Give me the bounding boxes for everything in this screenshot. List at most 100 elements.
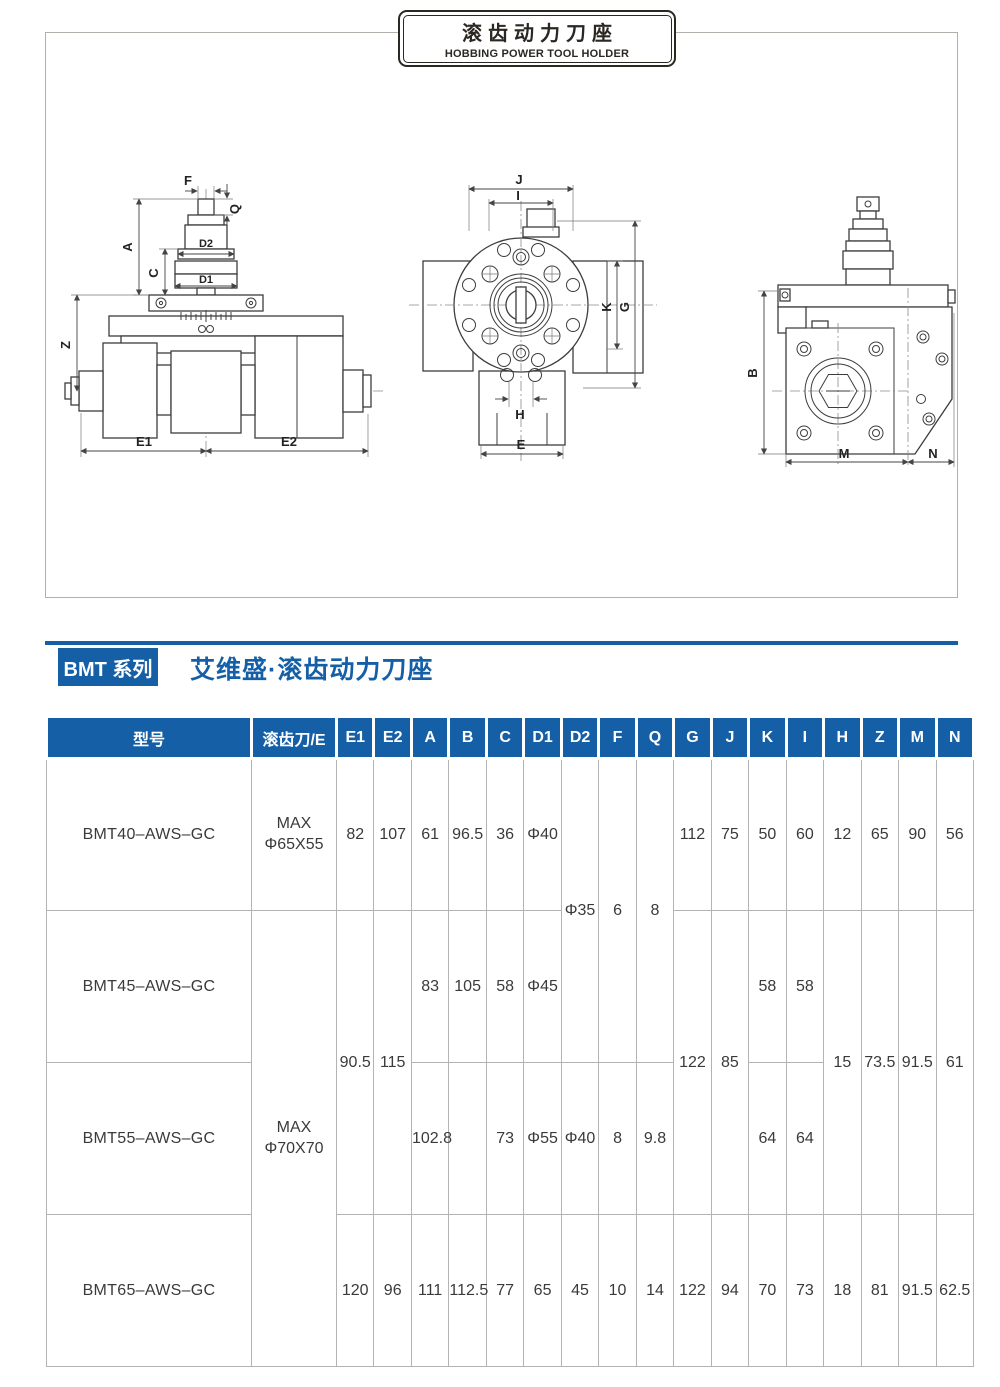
cell-bmt40-e2: 107 — [373, 758, 412, 911]
cell-bmt55-f: 8 — [598, 1062, 637, 1215]
header-hob: 滚齿刀/E — [250, 715, 338, 760]
dim-label-c: C — [146, 268, 161, 278]
cell-bmt40-e1: 82 — [335, 758, 375, 911]
header-h: H — [822, 715, 863, 760]
cell-merged-d2: Φ35 — [560, 758, 600, 1063]
axial-view-drawing: J I K G H E — [409, 173, 657, 461]
header-i: I — [784, 715, 826, 760]
dim-label-d1: D1 — [199, 274, 213, 286]
dim-label-e: E — [517, 437, 526, 452]
cell-merged-e1: 90.5 — [335, 910, 375, 1215]
cell-bmt65-m: 91.5 — [898, 1214, 937, 1367]
front-body-outline — [64, 315, 372, 439]
title-banner-inner: 滚齿动力刀座 HOBBING POWER TOOL HOLDER — [402, 14, 672, 63]
header-row: 型号 滚齿刀/E E1 E2 A B C D1 D2 F Q G J K I H… — [45, 715, 975, 760]
section-title: 艾维盛·滚齿动力刀座 — [190, 656, 434, 684]
cell-bmt65-h: 18 — [823, 1214, 862, 1367]
cell-bmt40-b: 96.5 — [448, 758, 487, 911]
cell-bmt65-e2: 96 — [373, 1214, 412, 1367]
header-a: A — [409, 715, 451, 760]
side-body-outline — [777, 284, 956, 455]
cell-bmt65-k: 70 — [748, 1214, 787, 1367]
cell-bmt65-g: 122 — [673, 1214, 712, 1367]
dim-label-i: I — [516, 188, 520, 203]
cell-bmt40-a: 61 — [410, 758, 450, 911]
side-hex-bore — [804, 357, 872, 425]
series-label: BMT 系列 — [63, 658, 153, 681]
side-bolts — [796, 330, 949, 441]
header-m: M — [897, 715, 938, 760]
cell-bmt55-b — [448, 1062, 487, 1215]
dim-label-f: F — [184, 173, 192, 188]
cell-merged-h: 15 — [823, 910, 862, 1215]
cell-merged-f: 6 — [598, 758, 637, 1063]
header-z: Z — [859, 715, 901, 760]
cell-bmt55-k: 64 — [748, 1062, 787, 1215]
cell-merged-g: 122 — [673, 910, 712, 1215]
axial-dimensions: J I K G H E — [468, 173, 641, 459]
header-c: C — [484, 715, 526, 760]
cell-bmt40-c: 36 — [485, 758, 525, 911]
cell-bmt40-k: 50 — [748, 758, 787, 911]
cell-bmt65-d1: 65 — [523, 1214, 562, 1367]
row-bmt45: BMT45–AWS–GC MAX Φ70X70 90.5 115 83 105 … — [46, 910, 974, 1367]
cell-merged-m: 91.5 — [898, 910, 937, 1215]
cell-bmt65-c: 77 — [485, 1214, 525, 1367]
header-d2: D2 — [559, 715, 601, 760]
cell-bmt65-z: 81 — [860, 1214, 900, 1367]
dim-label-g: G — [617, 302, 632, 312]
cell-bmt40-m: 90 — [898, 758, 937, 911]
cell-merged-q: 8 — [635, 758, 675, 1063]
front-view-drawing: F Q A C D2 D1 Z — [61, 173, 383, 457]
page-subtitle: HOBBING POWER TOOL HOLDER — [444, 48, 630, 60]
cell-bmt65-b: 112.5 — [448, 1214, 488, 1367]
cell-bmt65-d2: 45 — [560, 1214, 600, 1367]
axial-bore — [489, 273, 553, 337]
drawing-panel: F Q A C D2 D1 Z — [45, 32, 958, 598]
dim-label-e2: E2 — [281, 434, 297, 449]
dim-label-b: B — [745, 368, 760, 377]
side-spindle-stack — [842, 196, 894, 286]
hob-size: Φ70X70 — [264, 1139, 324, 1157]
cell-bmt55-d2: Φ40 — [560, 1062, 600, 1215]
cell-bmt65-q: 14 — [635, 1214, 675, 1367]
cell-bmt65-j: 94 — [710, 1214, 750, 1367]
cell-bmt40-hob: MAX Φ65X55 — [251, 758, 337, 911]
side-dimensions: B M N — [745, 290, 955, 467]
spec-table: 型号 滚齿刀/E E1 E2 A B C D1 D2 F Q G J K I H… — [45, 715, 975, 1367]
cell-bmt40-d1: Φ40 — [523, 758, 562, 911]
cell-bmt55-c: 73 — [485, 1062, 525, 1215]
cell-bmt65-i: 73 — [785, 1214, 825, 1367]
axial-bolt-holes — [462, 243, 580, 382]
dim-label-d2: D2 — [199, 238, 213, 250]
cell-bmt55-d1: Φ55 — [523, 1062, 562, 1215]
dim-label-q: Q — [227, 204, 242, 214]
page-title: 滚齿动力刀座 — [462, 23, 618, 45]
series-badge: BMT 系列 — [58, 648, 158, 686]
dim-label-k: K — [599, 302, 614, 312]
cell-merged-j: 85 — [710, 910, 750, 1215]
header-n: N — [934, 715, 975, 760]
header-model: 型号 — [45, 715, 253, 760]
header-q: Q — [634, 715, 676, 760]
hob-max-label: MAX — [276, 815, 312, 833]
cell-bmt40-j: 75 — [710, 758, 750, 911]
cell-bmt40-z: 65 — [860, 758, 900, 911]
header-e2: E2 — [372, 715, 413, 760]
dim-label-e1: E1 — [136, 434, 152, 449]
header-d1: D1 — [522, 715, 563, 760]
cell-bmt45-a: 83 — [410, 910, 450, 1063]
cell-bmt45-b: 105 — [448, 910, 487, 1063]
cell-bmt65-f: 10 — [598, 1214, 637, 1367]
cell-bmt40-n: 56 — [935, 758, 974, 911]
header-g: G — [672, 715, 713, 760]
row-bmt55: BMT55–AWS–GC 102.8 73 Φ55 Φ40 8 9.8 64 6… — [46, 1062, 974, 1215]
cell-bmt65-model: BMT65–AWS–GC — [46, 1214, 252, 1367]
dim-label-m: M — [839, 446, 850, 461]
header-b: B — [447, 715, 488, 760]
front-dimensions: F Q A C D2 D1 Z — [61, 173, 369, 457]
cell-bmt40-model: BMT40–AWS–GC — [46, 758, 252, 911]
header-f: F — [597, 715, 638, 760]
cell-bmt45-d1: Φ45 — [523, 910, 562, 1063]
cell-bmt55-i: 64 — [785, 1062, 825, 1215]
